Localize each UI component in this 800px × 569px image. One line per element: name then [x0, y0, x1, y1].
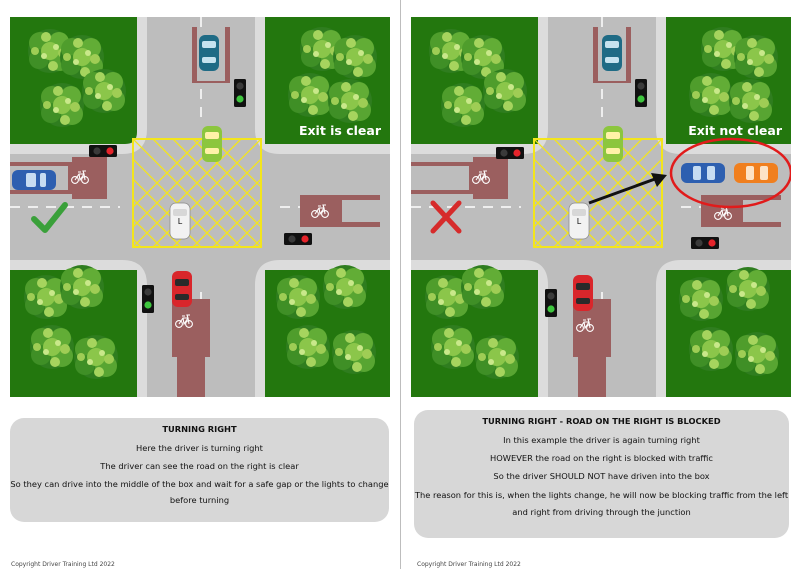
tree-icon [288, 73, 332, 117]
arrow-icon [588, 173, 667, 205]
traffic-light-icon [635, 79, 647, 107]
tree-icon [333, 35, 377, 79]
junction-diagram-clear: L Exit is clear [10, 17, 390, 397]
car-icon [681, 163, 725, 183]
box-junction [533, 138, 663, 248]
explanation-line: So the driver SHOULD NOT have driven int… [493, 471, 710, 481]
tree-icon [735, 332, 779, 376]
traffic-light-icon [234, 79, 246, 107]
car-icon [12, 170, 56, 190]
tree-icon [689, 73, 733, 117]
right-panel: L [401, 0, 800, 569]
car-icon [734, 163, 778, 183]
exit-label: Exit is clear [299, 123, 382, 138]
cross-icon [430, 200, 462, 234]
traffic-light-icon [89, 145, 117, 157]
tree-icon [441, 83, 485, 127]
highlight-ring [669, 137, 791, 209]
explanation-line: before turning [169, 495, 230, 505]
explanation-line: HOWEVER the road on the right is blocked… [489, 453, 713, 463]
page-divider [400, 0, 401, 569]
tree-icon [323, 265, 367, 309]
tree-icon [461, 265, 505, 309]
box-junction [132, 138, 262, 248]
tree-icon [475, 335, 519, 379]
explanation-title: TURNING RIGHT - ROAD ON THE RIGHT IS BLO… [482, 416, 721, 426]
svg-text:L: L [178, 217, 183, 226]
car-icon [202, 126, 222, 162]
explanation-line: In this example the driver is again turn… [503, 435, 700, 445]
tree-icon [726, 267, 770, 311]
tree-icon [679, 277, 723, 321]
explanation-line: The reason for this is, when the lights … [414, 490, 789, 500]
tree-icon [40, 83, 84, 127]
explanation-box: TURNING RIGHT Here the driver is turning… [10, 418, 389, 522]
copyright-notice: Copyright Driver Training Ltd 2022 [417, 561, 521, 568]
tree-icon [431, 325, 475, 369]
car-icon: L [568, 202, 590, 240]
tree-icon [82, 69, 126, 113]
tree-icon [276, 275, 320, 319]
exit-label: Exit not clear [688, 123, 783, 138]
explanation-line: The driver can see the road on the right… [100, 461, 299, 471]
traffic-light-icon [545, 289, 557, 317]
car-icon [602, 35, 622, 71]
explanation-line: Here the driver is turning right [136, 443, 263, 453]
check-icon [31, 202, 68, 233]
tree-icon [689, 327, 733, 371]
tree-icon [734, 35, 778, 79]
explanation-line: So they can drive into the middle of the… [10, 479, 389, 489]
tree-icon [286, 325, 330, 369]
car-icon [573, 275, 593, 311]
tree-icon [332, 330, 376, 374]
explanation-line: and right from driving through the junct… [512, 507, 691, 517]
tree-icon [483, 69, 527, 113]
tree-icon [30, 325, 74, 369]
traffic-light-icon [142, 285, 154, 313]
tree-icon [729, 79, 773, 123]
tree-icon [60, 265, 104, 309]
tree-icon [74, 335, 118, 379]
traffic-light-icon [284, 233, 312, 245]
explanation-title: TURNING RIGHT [162, 424, 237, 434]
copyright-notice: Copyright Driver Training Ltd 2022 [11, 561, 115, 568]
traffic-light-icon [496, 147, 524, 159]
car-icon [603, 126, 623, 162]
svg-text:L: L [577, 217, 582, 226]
car-icon [199, 35, 219, 71]
left-panel: L Exit is clear TURNING RIGHT Here the d… [10, 17, 390, 568]
traffic-light-icon [691, 237, 719, 249]
explanation-box: TURNING RIGHT - ROAD ON THE RIGHT IS BLO… [414, 410, 789, 538]
car-icon: L [169, 202, 191, 240]
car-icon [172, 271, 192, 307]
junction-diagram-blocked: L [411, 17, 791, 397]
tree-icon [328, 79, 372, 123]
